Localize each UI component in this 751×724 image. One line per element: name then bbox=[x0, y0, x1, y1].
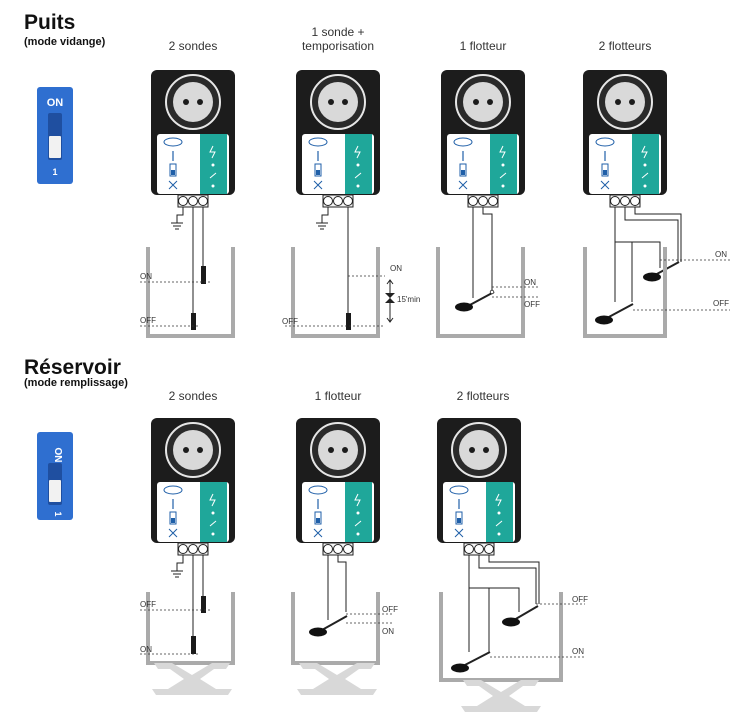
col-title-res-2-sondes: 2 sondes bbox=[168, 389, 218, 403]
label-on: ON bbox=[390, 264, 402, 273]
reservoir-2-flotteurs: OFF ON bbox=[436, 417, 588, 712]
label-on: ON bbox=[572, 647, 584, 656]
label-on: ON bbox=[524, 278, 536, 287]
col-title-2-flotteurs: 2 flotteurs bbox=[598, 39, 652, 53]
label-on: ON bbox=[715, 250, 727, 259]
col-title-2-sondes: 2 sondes bbox=[168, 39, 218, 53]
reservoir-2-sondes: OFF ON bbox=[140, 417, 236, 695]
switch-pos-label: 1 bbox=[52, 167, 57, 177]
label-off: OFF bbox=[382, 605, 398, 614]
label-on: ON bbox=[382, 627, 394, 636]
label-off: OFF bbox=[282, 317, 298, 326]
puits-2-flotteurs: ON OFF bbox=[582, 69, 730, 338]
puits-title: Puits bbox=[24, 11, 76, 34]
puits-sonde-tempo: ON OFF 15'min bbox=[282, 69, 420, 338]
col-title-line-2: temporisation bbox=[301, 39, 375, 53]
puits-1-flotteur: ON OFF bbox=[436, 69, 540, 338]
label-off: OFF bbox=[140, 316, 156, 325]
col-title-1-flotteur: 1 flotteur bbox=[459, 39, 507, 53]
col-title-res-2-flotteurs: 2 flotteurs bbox=[456, 389, 510, 403]
dip-switch-reservoir: ON 1 bbox=[37, 432, 73, 520]
reservoir-title: Réservoir bbox=[24, 356, 121, 379]
col-title-sonde-tempo: 1 sonde + temporisation bbox=[273, 25, 403, 53]
reservoir-subtitle: (mode remplissage) bbox=[24, 377, 128, 389]
label-off: OFF bbox=[572, 595, 588, 604]
label-on: ON bbox=[140, 645, 152, 654]
col-title-res-1-flotteur: 1 flotteur bbox=[314, 389, 362, 403]
switch-pos-label-res: 1 bbox=[53, 511, 63, 516]
dip-switch-puits: ON 1 bbox=[37, 87, 73, 184]
switch-on-label-res: ON bbox=[52, 448, 63, 463]
label-timer: 15'min bbox=[397, 295, 420, 304]
switch-on-label: ON bbox=[47, 97, 64, 109]
label-off: OFF bbox=[713, 299, 729, 308]
hourglass-icon bbox=[385, 293, 395, 303]
reservoir-1-flotteur: OFF ON bbox=[291, 417, 398, 695]
puits-subtitle: (mode vidange) bbox=[24, 36, 106, 48]
label-off: OFF bbox=[524, 300, 540, 309]
label-off: OFF bbox=[140, 600, 156, 609]
col-title-line-1: 1 sonde + bbox=[311, 25, 365, 39]
puits-2-sondes: ON OFF bbox=[140, 69, 236, 338]
label-on: ON bbox=[140, 272, 152, 281]
